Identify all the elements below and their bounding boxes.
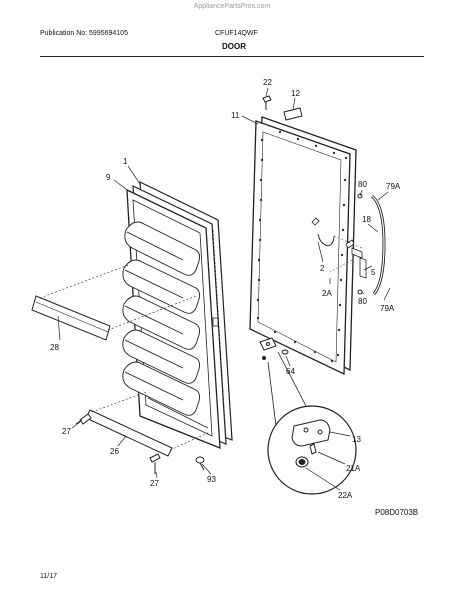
label-12 (283, 107, 303, 121)
callout-13: 13 (352, 435, 361, 444)
shelf-bar-28 (31, 264, 197, 341)
diagram-code: P08D0703B (375, 508, 419, 517)
callout-80-lower: 80 (358, 297, 367, 306)
callout-21a: 21A (346, 464, 361, 473)
callout-79a-upper: 79A (386, 182, 401, 191)
model-number: CFUF14QWF (215, 30, 258, 37)
publication-number: Publication No: 5995694105 (40, 30, 128, 37)
callout-64: 64 (286, 367, 295, 376)
callout-1: 1 (123, 157, 128, 166)
callout-5: 5 (371, 268, 376, 277)
callout-27-upper: 27 (62, 427, 71, 436)
callout-18: 18 (362, 215, 371, 224)
callout-11: 11 (231, 111, 240, 120)
screw-22 (262, 95, 272, 110)
callout-9: 9 (106, 173, 111, 182)
callout-22a: 22A (338, 491, 353, 500)
clip-93 (195, 456, 205, 471)
callout-2: 2 (320, 264, 325, 273)
callout-27-lower: 27 (150, 479, 159, 488)
watermark: AppliancePartsPros.com (193, 3, 271, 10)
callout-2a: 2A (322, 289, 332, 298)
door-liner-assembly (122, 181, 233, 449)
hinge-detail-circle (267, 351, 357, 495)
callout-80-upper: 80 (358, 180, 367, 189)
section-title: DOOR (222, 42, 246, 51)
outer-door-panel (249, 116, 367, 376)
callout-22: 22 (263, 78, 272, 87)
handle-18 (357, 193, 386, 295)
callout-26: 26 (110, 447, 119, 456)
door-shelves (122, 221, 201, 416)
screw-27-lower (149, 453, 161, 474)
screw-27-upper (75, 413, 92, 425)
page-date: 11/17 (40, 573, 57, 580)
callout-28: 28 (50, 343, 59, 352)
callout-79a-lower: 79A (380, 304, 395, 313)
callout-93: 93 (207, 475, 216, 484)
hinge-bracket-64 (259, 337, 289, 360)
leader-lines (57, 87, 391, 491)
callout-12: 12 (291, 89, 300, 98)
header-rule (40, 56, 424, 57)
callout-labels: 1 9 22 12 11 80 79A 18 2 5 2A 80 79A 28 … (50, 78, 401, 500)
